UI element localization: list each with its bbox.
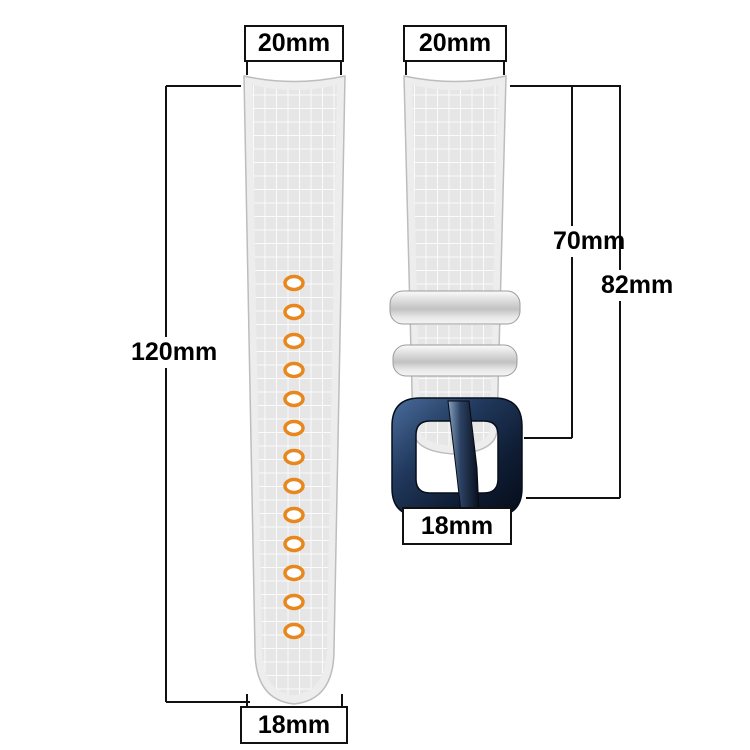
- dim-label-left-strap-bottom-width: 18mm: [240, 706, 348, 744]
- dim-label-right-strap-buckle-width: 18mm: [402, 507, 512, 545]
- dim-label-left-strap-top-width: 20mm: [244, 25, 344, 62]
- strap-hole: [283, 477, 305, 495]
- strap-hole: [283, 506, 305, 524]
- left-strap: [243, 75, 346, 705]
- strap-holes: [283, 274, 305, 640]
- strap-hole: [283, 361, 305, 379]
- strap-hole: [283, 303, 305, 321]
- dim-label-right-strap-top-width: 20mm: [403, 25, 507, 62]
- strap-hole: [283, 448, 305, 466]
- strap-hole: [283, 535, 305, 553]
- keeper-loop-2: [392, 344, 518, 377]
- dim-label-right-strap-upper-length: 70mm: [551, 226, 626, 257]
- strap-hole: [283, 274, 305, 292]
- strap-hole: [283, 332, 305, 350]
- dimension-lines: [165, 62, 621, 707]
- keeper-loop-1: [389, 290, 521, 325]
- strap-hole: [283, 390, 305, 408]
- strap-hole: [283, 622, 305, 640]
- strap-hole: [283, 564, 305, 582]
- right-strap: [389, 75, 523, 517]
- strap-hole: [283, 593, 305, 611]
- dim-label-left-strap-length: 120mm: [129, 337, 218, 368]
- strap-hole: [283, 419, 305, 437]
- left-strap-grid-texture: [252, 85, 337, 695]
- right-strap-grid-texture: [412, 85, 498, 446]
- dim-label-right-strap-total-length: 82mm: [599, 270, 674, 301]
